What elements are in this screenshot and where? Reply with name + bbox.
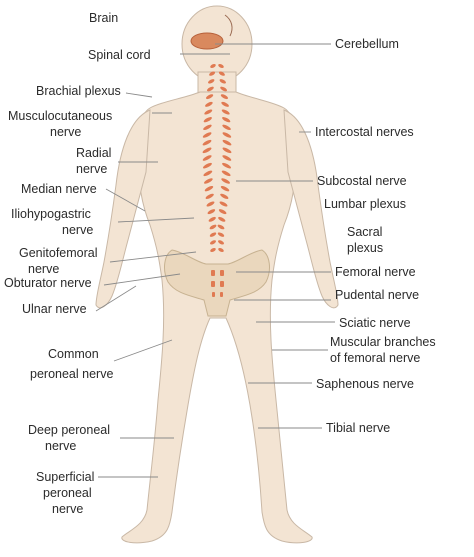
spinal-nerve-segment: [218, 216, 226, 222]
spinal-nerve-segment: [222, 132, 232, 138]
spinal-nerve-segment: [220, 185, 230, 192]
spinal-nerve-segment: [208, 79, 215, 84]
spinal-nerve-segment: [210, 63, 216, 69]
spinal-nerve-segment: [203, 117, 212, 123]
spinal-nerve-segment: [205, 94, 214, 100]
spinal-nerve-segment: [222, 155, 232, 161]
labels: Brain Spinal cord Cerebellum Brachial pl…: [4, 11, 436, 516]
cerebellum-shape: [190, 32, 224, 50]
spinal-nerve-segments: [202, 63, 232, 253]
left-arm-shape: [95, 109, 151, 309]
label-femoral-nerve: Femoral nerve: [335, 265, 416, 279]
label-subcostal-nerve: Subcostal nerve: [317, 174, 407, 188]
label-iliohypogastric-line1: Iliohypogastric: [11, 207, 91, 221]
label-deep-peroneal-line1: Deep peroneal: [28, 423, 110, 437]
label-radial-line2: nerve: [76, 162, 107, 176]
spinal-nerve-segment: [204, 185, 214, 192]
label-musculocutaneous-line2: nerve: [50, 125, 81, 139]
spinal-nerve-segment: [221, 170, 231, 177]
label-superficial-peroneal-line2: peroneal: [43, 486, 92, 500]
label-brachial-plexus: Brachial plexus: [36, 84, 121, 98]
label-radial-line1: Radial: [76, 146, 111, 160]
spinal-nerve-segment: [204, 109, 213, 115]
label-cerebellum: Cerebellum: [335, 37, 399, 51]
label-saphenous-nerve: Saphenous nerve: [316, 377, 414, 391]
spinal-nerve-segment: [218, 247, 224, 253]
body-silhouette: [95, 5, 339, 544]
spinal-nerve-segment: [203, 124, 212, 131]
spinal-nerve-segment: [222, 147, 232, 154]
spinal-nerve-segment: [204, 178, 213, 184]
spinal-nerve-segment: [209, 224, 217, 230]
spinal-nerve-segment: [202, 155, 212, 161]
label-musculocutaneous-line1: Musculocutaneous: [8, 109, 112, 123]
label-sacral-line2: plexus: [347, 241, 383, 255]
spinal-nerve-segment: [203, 170, 213, 177]
label-brain: Brain: [89, 11, 118, 25]
spinal-nerve-segment: [210, 247, 216, 253]
spinal-nerve-segment: [222, 117, 231, 123]
label-spinal-cord: Spinal cord: [88, 48, 151, 62]
label-genitofemoral-line2: nerve: [28, 262, 59, 276]
spinal-nerve-segment: [222, 139, 232, 146]
spinal-nerve-segment: [220, 94, 229, 100]
right-arm-shape: [283, 109, 339, 309]
label-genitofemoral-line1: Genitofemoral: [19, 246, 98, 260]
label-pudental-nerve: Pudental nerve: [335, 288, 419, 302]
spinal-nerve-segment: [218, 240, 224, 245]
spinal-nerve-segment: [218, 209, 227, 215]
label-muscular-branches-line1: Muscular branches: [330, 335, 436, 349]
spinal-nerve-segment: [218, 71, 225, 76]
spinal-nerve-segment: [217, 224, 225, 230]
spinal-nerve-segment: [202, 147, 212, 154]
label-deep-peroneal-line2: nerve: [45, 439, 76, 453]
spinal-nerve-segment: [218, 63, 224, 69]
spinal-nerve-segment: [220, 86, 228, 92]
brain-fold-line: [224, 14, 233, 37]
spinal-nerve-segment: [207, 209, 216, 215]
torso-legs-shape: [121, 91, 313, 544]
label-intercostal-nerves: Intercostal nerves: [315, 125, 414, 139]
spinal-nerve-segment: [202, 132, 212, 138]
label-common-peroneal-line1: Common: [48, 347, 99, 361]
spinal-nerve-segment: [217, 232, 225, 237]
label-iliohypogastric-line2: nerve: [62, 223, 93, 237]
label-tibial-nerve: Tibial nerve: [326, 421, 390, 435]
spinal-nerve-segment: [202, 139, 212, 146]
spinal-nerve-segment: [202, 162, 212, 169]
label-median-nerve: Median nerve: [21, 182, 97, 196]
spinal-nerve-segment: [205, 101, 213, 107]
label-sciatic-nerve: Sciatic nerve: [339, 316, 411, 330]
spinal-nerve-segment: [219, 79, 226, 84]
spinal-nerve-segment: [210, 240, 216, 245]
spinal-nerve-segment: [209, 71, 216, 76]
label-obturator-nerve: Obturator nerve: [4, 276, 92, 290]
label-lumbar-plexus: Lumbar plexus: [324, 197, 406, 211]
label-common-peroneal-line2: peroneal nerve: [30, 367, 113, 381]
spinal-nerve-segment: [205, 193, 214, 199]
spinal-nerve-segment: [209, 232, 217, 237]
pelvis-shape: [164, 249, 270, 317]
spinal-nerve-segment: [208, 216, 216, 222]
spinal-nerve-segment: [222, 162, 232, 169]
sacral-nerve-marks: [211, 270, 224, 297]
spinal-nerve-segment: [220, 193, 229, 199]
spinal-nerve-segment: [206, 86, 214, 92]
label-ulnar-nerve: Ulnar nerve: [22, 302, 87, 316]
spinal-nerve-segment: [219, 201, 228, 207]
spinal-nerve-segment: [222, 124, 231, 131]
leader-lines: [95, 43, 335, 478]
spinal-nerve-segment: [206, 201, 215, 207]
label-superficial-peroneal-line3: nerve: [52, 502, 83, 516]
label-muscular-branches-line2: of femoral nerve: [330, 351, 420, 365]
spinal-nerve-segment: [221, 178, 230, 184]
spinal-nerve-segment: [221, 101, 229, 107]
label-sacral-line1: Sacral: [347, 225, 382, 239]
label-superficial-peroneal-line1: Superficial: [36, 470, 94, 484]
spinal-nerve-segment: [221, 109, 230, 115]
